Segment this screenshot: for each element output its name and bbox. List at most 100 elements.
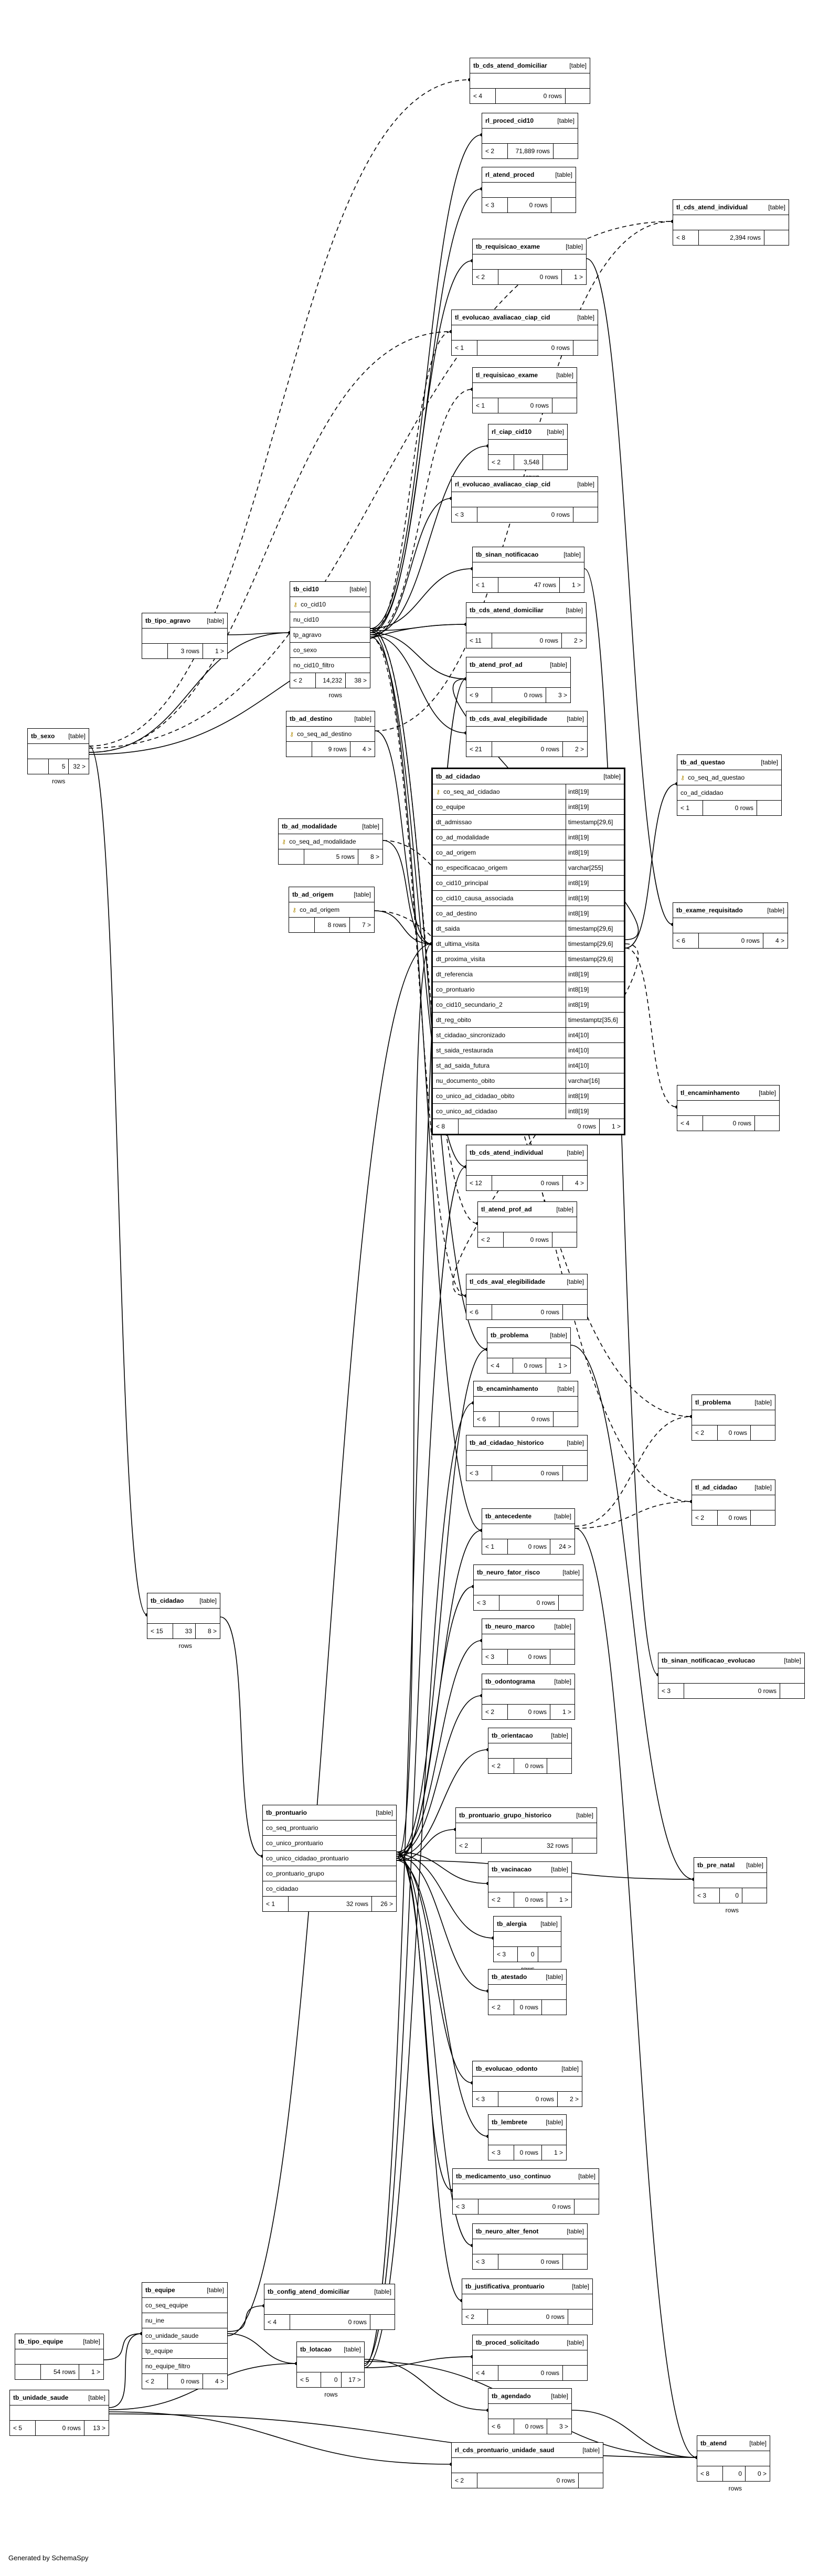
table-rl-ciap-cid10[interactable]: rl_ciap_cid10[table]< 23,548 rows xyxy=(488,424,568,481)
table-kind: [table] xyxy=(551,2392,568,2400)
table-tl-evolucao-avaliacao-ciap-cid[interactable]: tl_evolucao_avaliacao_ciap_cid[table]< 1… xyxy=(451,310,598,356)
table-tb-alergia[interactable]: tb_alergia[table]< 30 rows xyxy=(493,1916,561,1973)
child-count xyxy=(538,1947,561,1962)
table-rl-cds-prontuario-unidade-saud[interactable]: rl_cds_prontuario_unidade_saud[table]< 2… xyxy=(451,2442,603,2488)
column-row: nu_ine xyxy=(142,2313,227,2328)
child-count: 1 > xyxy=(611,1123,621,1130)
row-count: 0 rows xyxy=(498,2366,563,2380)
column-name: dt_saida xyxy=(436,925,460,932)
relationship-line xyxy=(625,948,677,1108)
table-name: tl_ad_cidadao xyxy=(695,1484,738,1491)
child-count xyxy=(547,1759,571,1773)
table-body xyxy=(466,727,587,742)
column-type: int8[19] xyxy=(566,845,621,860)
table-kind: [table] xyxy=(754,1484,772,1491)
row-count: 0 rows xyxy=(499,1595,559,1610)
relationship-line xyxy=(370,634,466,733)
child-count xyxy=(370,2315,395,2329)
relationship-line xyxy=(575,1416,692,1527)
column-type: int8[19] xyxy=(566,830,621,845)
table-kind: [table] xyxy=(207,617,224,624)
table-body xyxy=(673,215,789,230)
row-count: 0 rows xyxy=(508,1705,550,1719)
table-body xyxy=(488,440,567,455)
column-name: co_prontuario xyxy=(436,986,475,993)
table-header: tb_justificativa_prontuario[table] xyxy=(462,2279,592,2294)
relationship-line xyxy=(109,2413,697,2458)
row-count: 0 rows xyxy=(290,2315,370,2329)
column-type: int4[10] xyxy=(566,1028,621,1042)
column-type: int8[19] xyxy=(566,784,621,799)
relationship-line xyxy=(109,2411,452,2465)
column-name: no_cid10_filtro xyxy=(293,662,335,669)
table-tb-ad-modalidade[interactable]: tb_ad_modalidade[table]⚷co_seq_ad_modali… xyxy=(278,818,383,865)
table-kind: [table] xyxy=(768,204,785,211)
relationship-line xyxy=(571,2410,697,2458)
parent-count: < 8 xyxy=(697,2466,723,2481)
table-header: tb_atend[table] xyxy=(697,2436,770,2451)
table-rl-evolucao-avaliacao-ciap-cid[interactable]: rl_evolucao_avaliacao_ciap_cid[table]< 3… xyxy=(451,476,598,523)
parent-count: < 3 xyxy=(473,2092,498,2106)
table-name: rl_cds_prontuario_unidade_saud xyxy=(455,2446,555,2454)
child-count xyxy=(559,1595,583,1610)
